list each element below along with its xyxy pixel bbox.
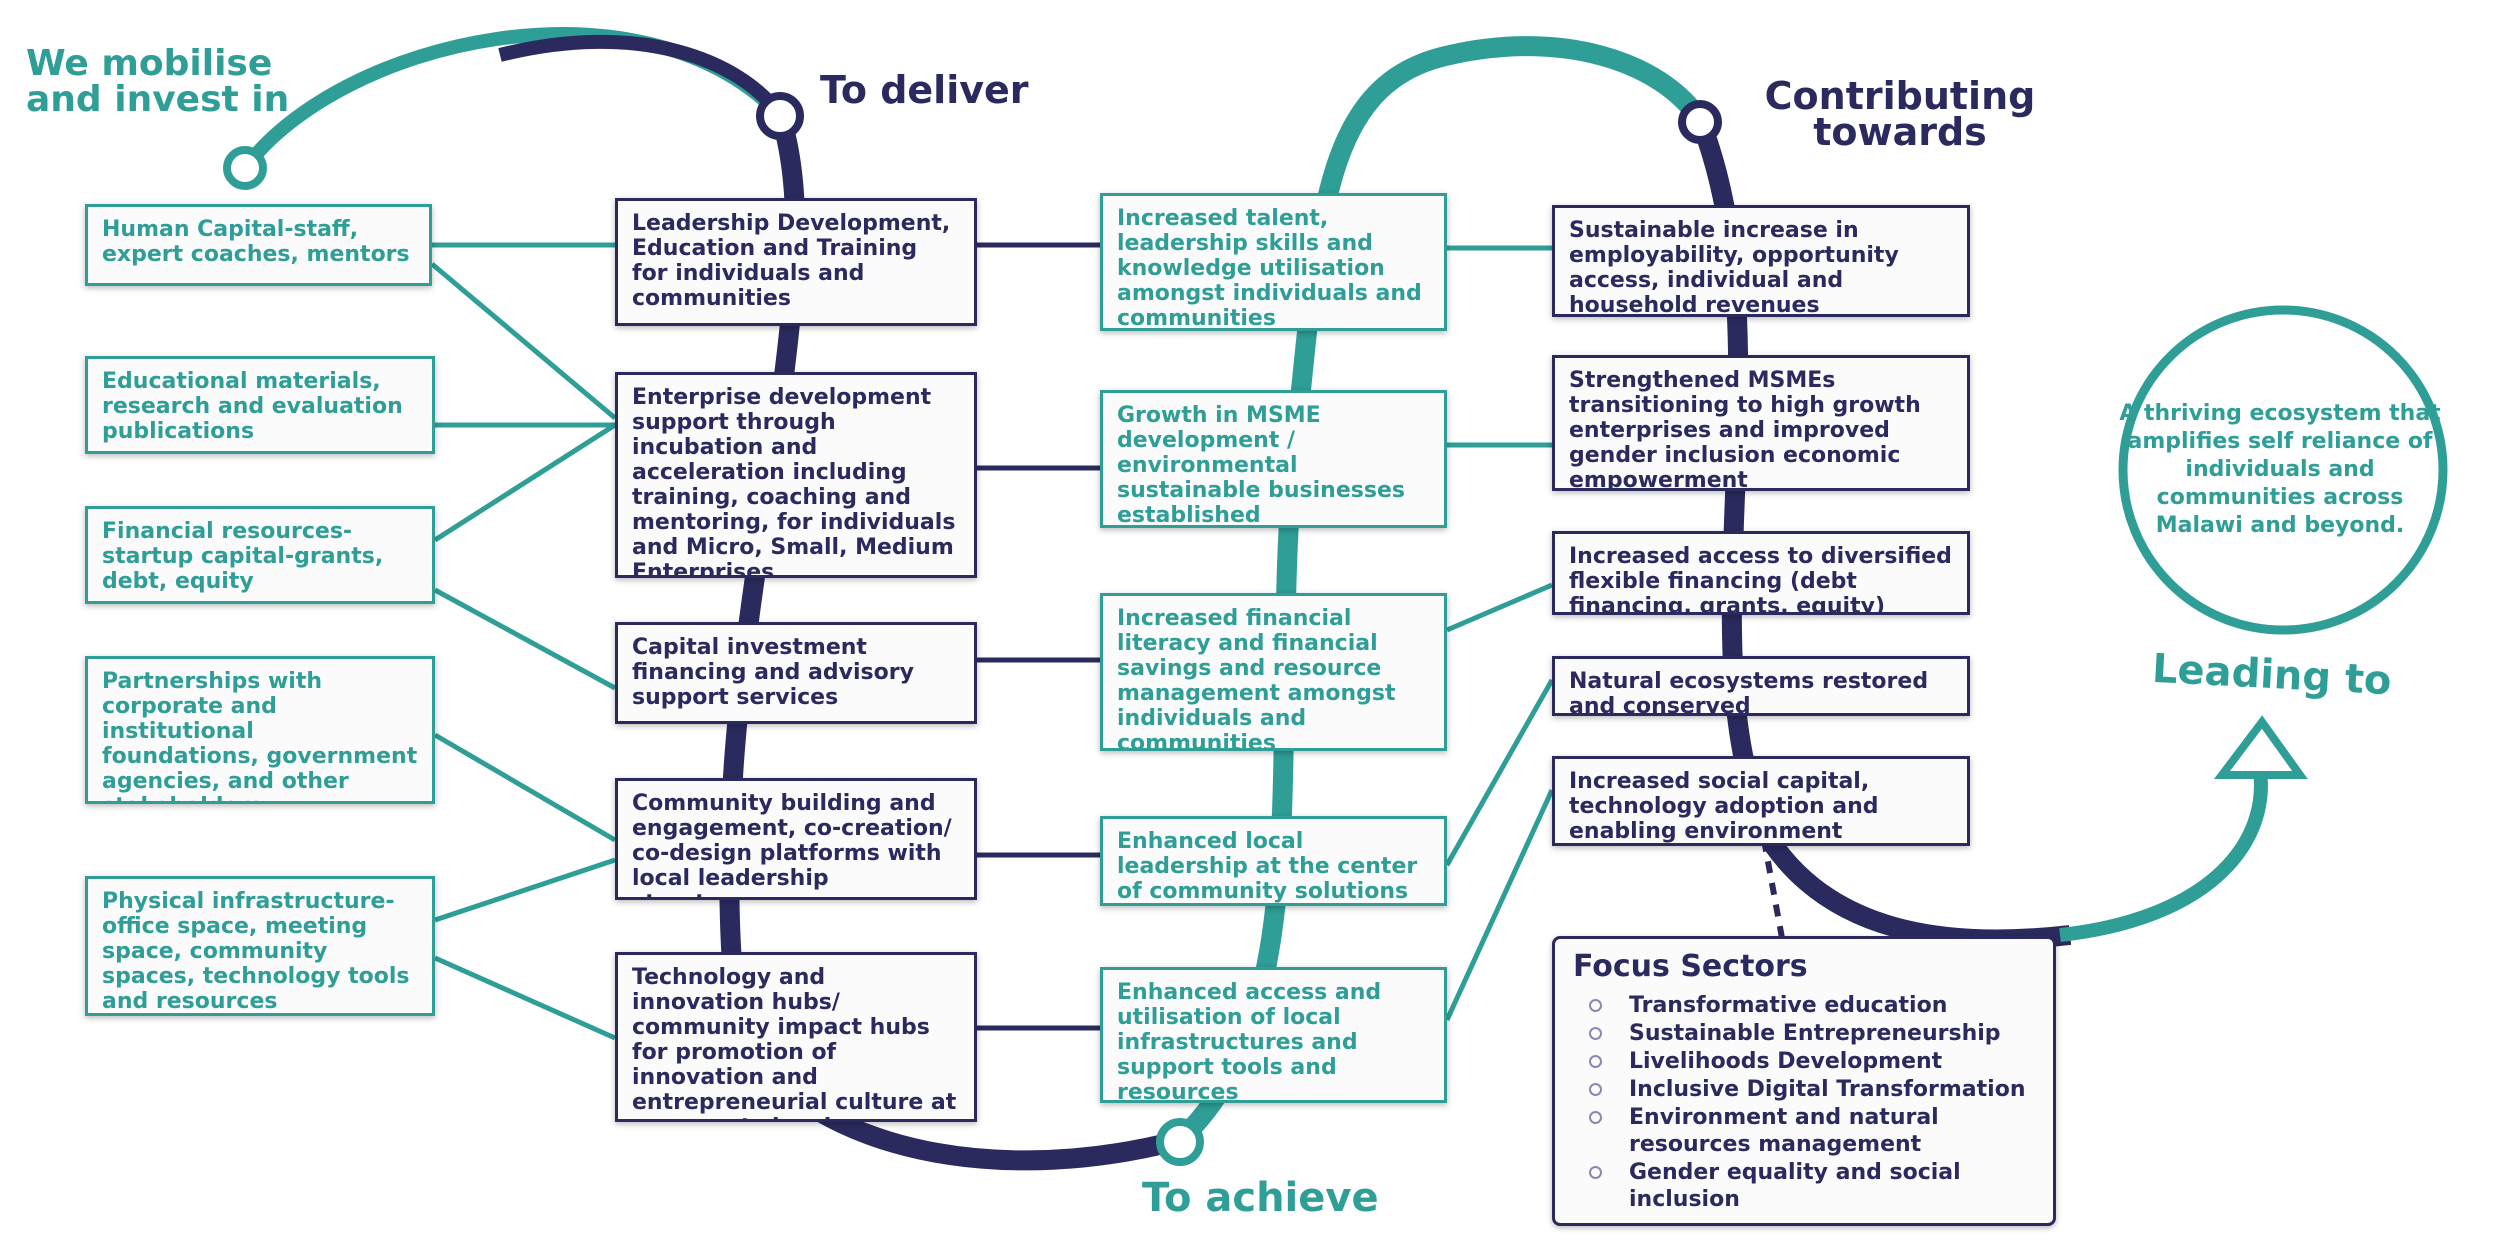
outcome-box: Strengthened MSMEs transitioning to high… [1552,355,1970,491]
goal-circle [2118,305,2448,635]
input-box: Physical infrastructure-office space, me… [85,876,435,1016]
output-box: Increased talent, leadership skills and … [1100,193,1447,331]
activity-box: Technology and innovation hubs/ communit… [615,952,977,1122]
bullet-icon [1589,999,1602,1012]
input-box: Human Capital-staff, expert coaches, men… [85,204,432,286]
node-circle-contributing [1678,100,1722,144]
outcome-box: Sustainable increase in employability, o… [1552,205,1970,317]
focus-item-label: Inclusive Digital Transformation [1629,1077,2026,1102]
list-item: Gender equality and social inclusion [1573,1159,2035,1213]
arrow-up-icon [2213,715,2308,779]
focus-item-label: Environment and natural resources manage… [1629,1105,1939,1157]
output-box: Growth in MSME development / environment… [1100,390,1447,528]
bullet-icon [1589,1083,1602,1096]
heading-contributing: Contributing towards [1764,74,2036,154]
focus-item-label: Transformative education [1629,993,1948,1018]
bullet-icon [1589,1111,1602,1124]
goal-text: A thriving ecosystem that amplifies self… [2119,401,2441,538]
activity-box: Community building and engagement, co-cr… [615,778,977,900]
outcome-box: Increased social capital, technology ado… [1552,756,1970,846]
input-box: Financial resources-startup capital-gran… [85,506,435,604]
input-box: Educational materials, research and eval… [85,356,435,454]
bullet-icon [1589,1166,1602,1179]
focus-item-label: Livelihoods Development [1629,1049,1943,1074]
activity-connectors [977,242,1100,1031]
list-item: Transformative education [1573,992,2035,1019]
input-box: Partnerships with corporate and institut… [85,656,435,804]
activity-box: Capital investment financing and advisor… [615,622,977,724]
focus-sectors-panel: Focus Sectors Transformative education S… [1552,936,2056,1226]
heading-achieve: To achieve [1142,1175,1379,1221]
outcome-box: Increased access to diversified flexible… [1552,531,1970,615]
list-item: Environment and natural resources manage… [1573,1104,2035,1158]
focus-item-label: Gender equality and social inclusion [1629,1160,1961,1212]
activity-box: Enterprise development support through i… [615,372,977,578]
output-box: Enhanced local leadership at the center … [1100,816,1447,906]
heading-deliver: To deliver [820,68,1029,112]
node-circle-achieve [1156,1118,1204,1166]
focus-sectors-list: Transformative education Sustainable Ent… [1573,992,2035,1213]
input-connectors [430,242,617,1041]
list-item: Sustainable Entrepreneurship [1573,1020,2035,1047]
outcome-box: Natural ecosystems restored and conserve… [1552,656,1970,716]
focus-sectors-title: Focus Sectors [1573,949,1808,984]
output-box: Enhanced access and utilisation of local… [1100,967,1447,1103]
list-item: Inclusive Digital Transformation [1573,1076,2035,1103]
bullet-icon [1589,1027,1602,1040]
activity-box: Leadership Development, Education and Tr… [615,198,977,326]
path-rise-3 [2059,769,2268,942]
output-box: Increased financial literacy and financi… [1100,593,1447,751]
node-circle-deliver [756,92,804,140]
bullet-icon [1589,1055,1602,1068]
list-item: Livelihoods Development [1573,1048,2035,1075]
path-arc-1b [498,34,786,120]
heading-mobilise: We mobilise and invest in [26,43,290,120]
output-connectors [1444,245,1555,1022]
focus-item-label: Sustainable Entrepreneurship [1629,1021,2001,1046]
node-circle-start [223,146,267,190]
